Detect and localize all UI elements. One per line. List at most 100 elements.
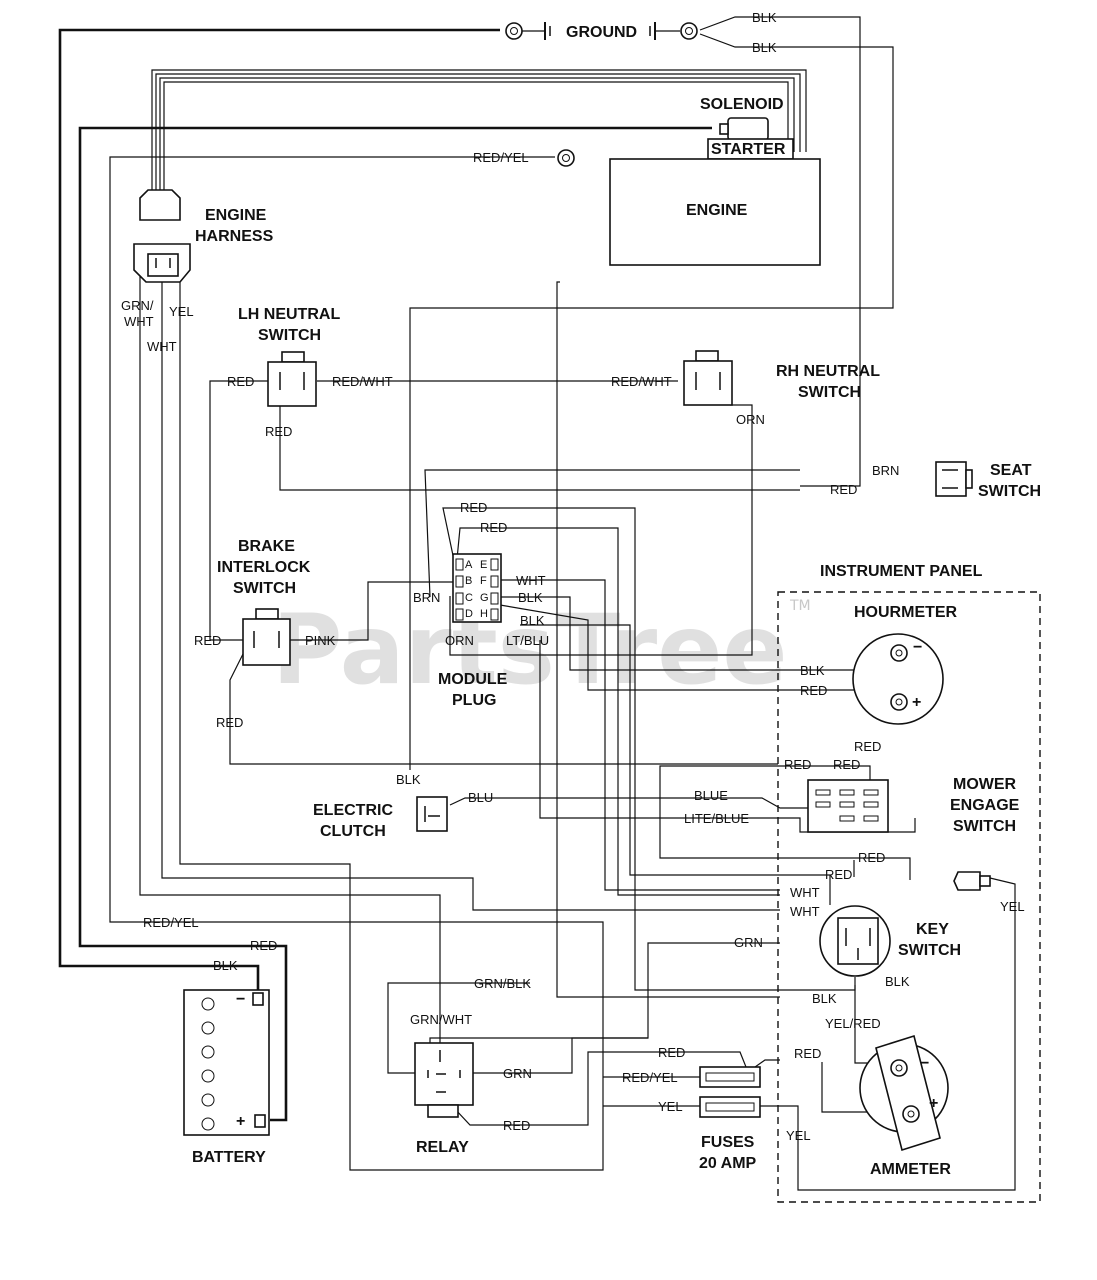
mower-engage-label-1: MOWER: [953, 776, 1017, 793]
ammeter: − + AMMETER: [859, 1034, 951, 1178]
wire-label: RED: [227, 374, 254, 389]
wire-label: BRN: [413, 590, 440, 605]
wire-label: BLK: [213, 958, 238, 973]
pin-c: C: [465, 592, 473, 604]
solenoid: SOLENOID: [700, 96, 784, 141]
engine-harness-label-1: ENGINE: [205, 207, 267, 224]
pin-g: G: [480, 592, 489, 604]
red-yel-terminal: [557, 149, 575, 167]
wire-label: ORN: [445, 633, 474, 648]
lh-neutral-switch: LH NEUTRAL SWITCH: [238, 306, 340, 407]
rh-neutral-switch: RH NEUTRAL SWITCH: [683, 350, 880, 406]
relay-label: RELAY: [416, 1139, 469, 1156]
wire-label: BLK: [800, 663, 825, 678]
wire-label: RED/YEL: [143, 915, 199, 930]
wire-label: LT/BLU: [506, 633, 549, 648]
wire-label: RED/WHT: [332, 374, 393, 389]
wire-label: YEL: [786, 1128, 811, 1143]
wire-label: WHT: [124, 314, 154, 329]
wire-label: BLK: [752, 40, 777, 55]
module-plug-label-2: PLUG: [452, 692, 496, 709]
engine-harness-label-2: HARNESS: [195, 228, 274, 245]
battery-label: BATTERY: [192, 1149, 266, 1166]
wire-label: RED: [830, 482, 857, 497]
wire-label: WHT: [147, 339, 177, 354]
module-plug: A B C D E F G H MODULE PLUG: [438, 553, 508, 709]
wire-label: GRN: [734, 935, 763, 950]
wire-label: PINK: [305, 633, 336, 648]
key-switch-label-2: SWITCH: [898, 942, 961, 959]
pin-e: E: [480, 559, 487, 571]
electric-clutch-label-1: ELECTRIC: [313, 802, 393, 819]
brake-label-3: SWITCH: [233, 580, 296, 597]
wire-label: BRN: [872, 463, 899, 478]
battery-plus: +: [236, 1113, 245, 1130]
wire-label: BLK: [812, 991, 837, 1006]
pin-a: A: [465, 559, 473, 571]
mower-engage-label-2: ENGAGE: [950, 797, 1020, 814]
wire-label: YEL: [169, 304, 194, 319]
wire-label: BLK: [396, 772, 421, 787]
wire-label: RED: [833, 757, 860, 772]
battery: − + BATTERY: [183, 989, 270, 1166]
brake-interlock-switch: BRAKE INTERLOCK SWITCH: [217, 538, 311, 666]
wire-label: GRN/: [121, 298, 154, 313]
seat-switch-label-1: SEAT: [990, 462, 1032, 479]
wire-label: RED: [250, 938, 277, 953]
wire-label: WHT: [790, 904, 820, 919]
electric-clutch-label-2: CLUTCH: [320, 823, 386, 840]
ground-label: GROUND: [566, 24, 637, 41]
wire-label: BLK: [518, 590, 543, 605]
pin-b: B: [465, 575, 472, 587]
wire-label: YEL: [658, 1099, 683, 1114]
wire-label: BLK: [520, 613, 545, 628]
wire-label: LITE/BLUE: [684, 811, 749, 826]
pin-d: D: [465, 608, 473, 620]
watermark-text: PartsTree: [272, 594, 787, 706]
fuses: FUSES 20 AMP: [699, 1066, 761, 1172]
wire-label: RED: [854, 739, 881, 754]
wire-label: YEL: [1000, 899, 1025, 914]
wire-label: RED: [503, 1118, 530, 1133]
wire-label: BLK: [752, 10, 777, 25]
mower-engage-switch: MOWER ENGAGE SWITCH: [807, 776, 1020, 835]
ammeter-plus: +: [929, 1095, 938, 1112]
wire-label: GRN/WHT: [410, 1012, 472, 1027]
brake-label-1: BRAKE: [238, 538, 295, 555]
wire-label: RED: [858, 850, 885, 865]
ground-symbol: GROUND: [505, 22, 698, 41]
wire-label: ORN: [736, 412, 765, 427]
rh-neutral-label-2: SWITCH: [798, 384, 861, 401]
mower-engage-label-3: SWITCH: [953, 818, 1016, 835]
hourmeter-label: HOURMETER: [854, 604, 958, 621]
yel-connector: [953, 871, 991, 891]
instrument-panel: INSTRUMENT PANEL: [777, 563, 1041, 1203]
hourmeter-plus: +: [912, 694, 921, 711]
wire-label: GRN/BLK: [474, 976, 531, 991]
wire-label: RED: [794, 1046, 821, 1061]
wire-label: RED: [216, 715, 243, 730]
solenoid-label: SOLENOID: [700, 96, 784, 113]
wire-label: RED: [480, 520, 507, 535]
brake-label-2: INTERLOCK: [217, 559, 311, 576]
wire-label: RED: [784, 757, 811, 772]
seat-switch: SEAT SWITCH: [935, 461, 1041, 500]
wires: [58, 16, 1016, 1191]
key-switch-label-1: KEY: [916, 921, 949, 938]
wire-label: GRN: [503, 1066, 532, 1081]
module-plug-label-1: MODULE: [438, 671, 508, 688]
lh-neutral-label-1: LH NEUTRAL: [238, 306, 340, 323]
wire-label: RED/WHT: [611, 374, 672, 389]
wire-label: RED/YEL: [473, 150, 529, 165]
wire-label: WHT: [516, 573, 546, 588]
rh-neutral-label-1: RH NEUTRAL: [776, 363, 880, 380]
wire-label: RED: [658, 1045, 685, 1060]
wire-labels: BLK BLK RED/YEL GRN/ WHT YEL WHT RED RED…: [121, 10, 1025, 1143]
pin-h: H: [480, 608, 488, 620]
starter-label: STARTER: [711, 141, 786, 158]
hourmeter-minus: −: [913, 639, 922, 656]
pin-f: F: [480, 575, 487, 587]
lh-neutral-label-2: SWITCH: [258, 327, 321, 344]
wire-label: WHT: [790, 885, 820, 900]
